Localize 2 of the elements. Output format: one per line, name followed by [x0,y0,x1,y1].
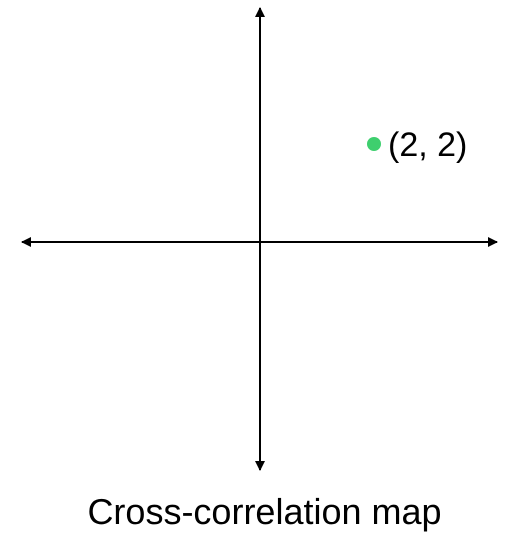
caption: Cross-correlation map [86,494,443,530]
point-coordinate-label: (2, 2) [388,128,468,162]
